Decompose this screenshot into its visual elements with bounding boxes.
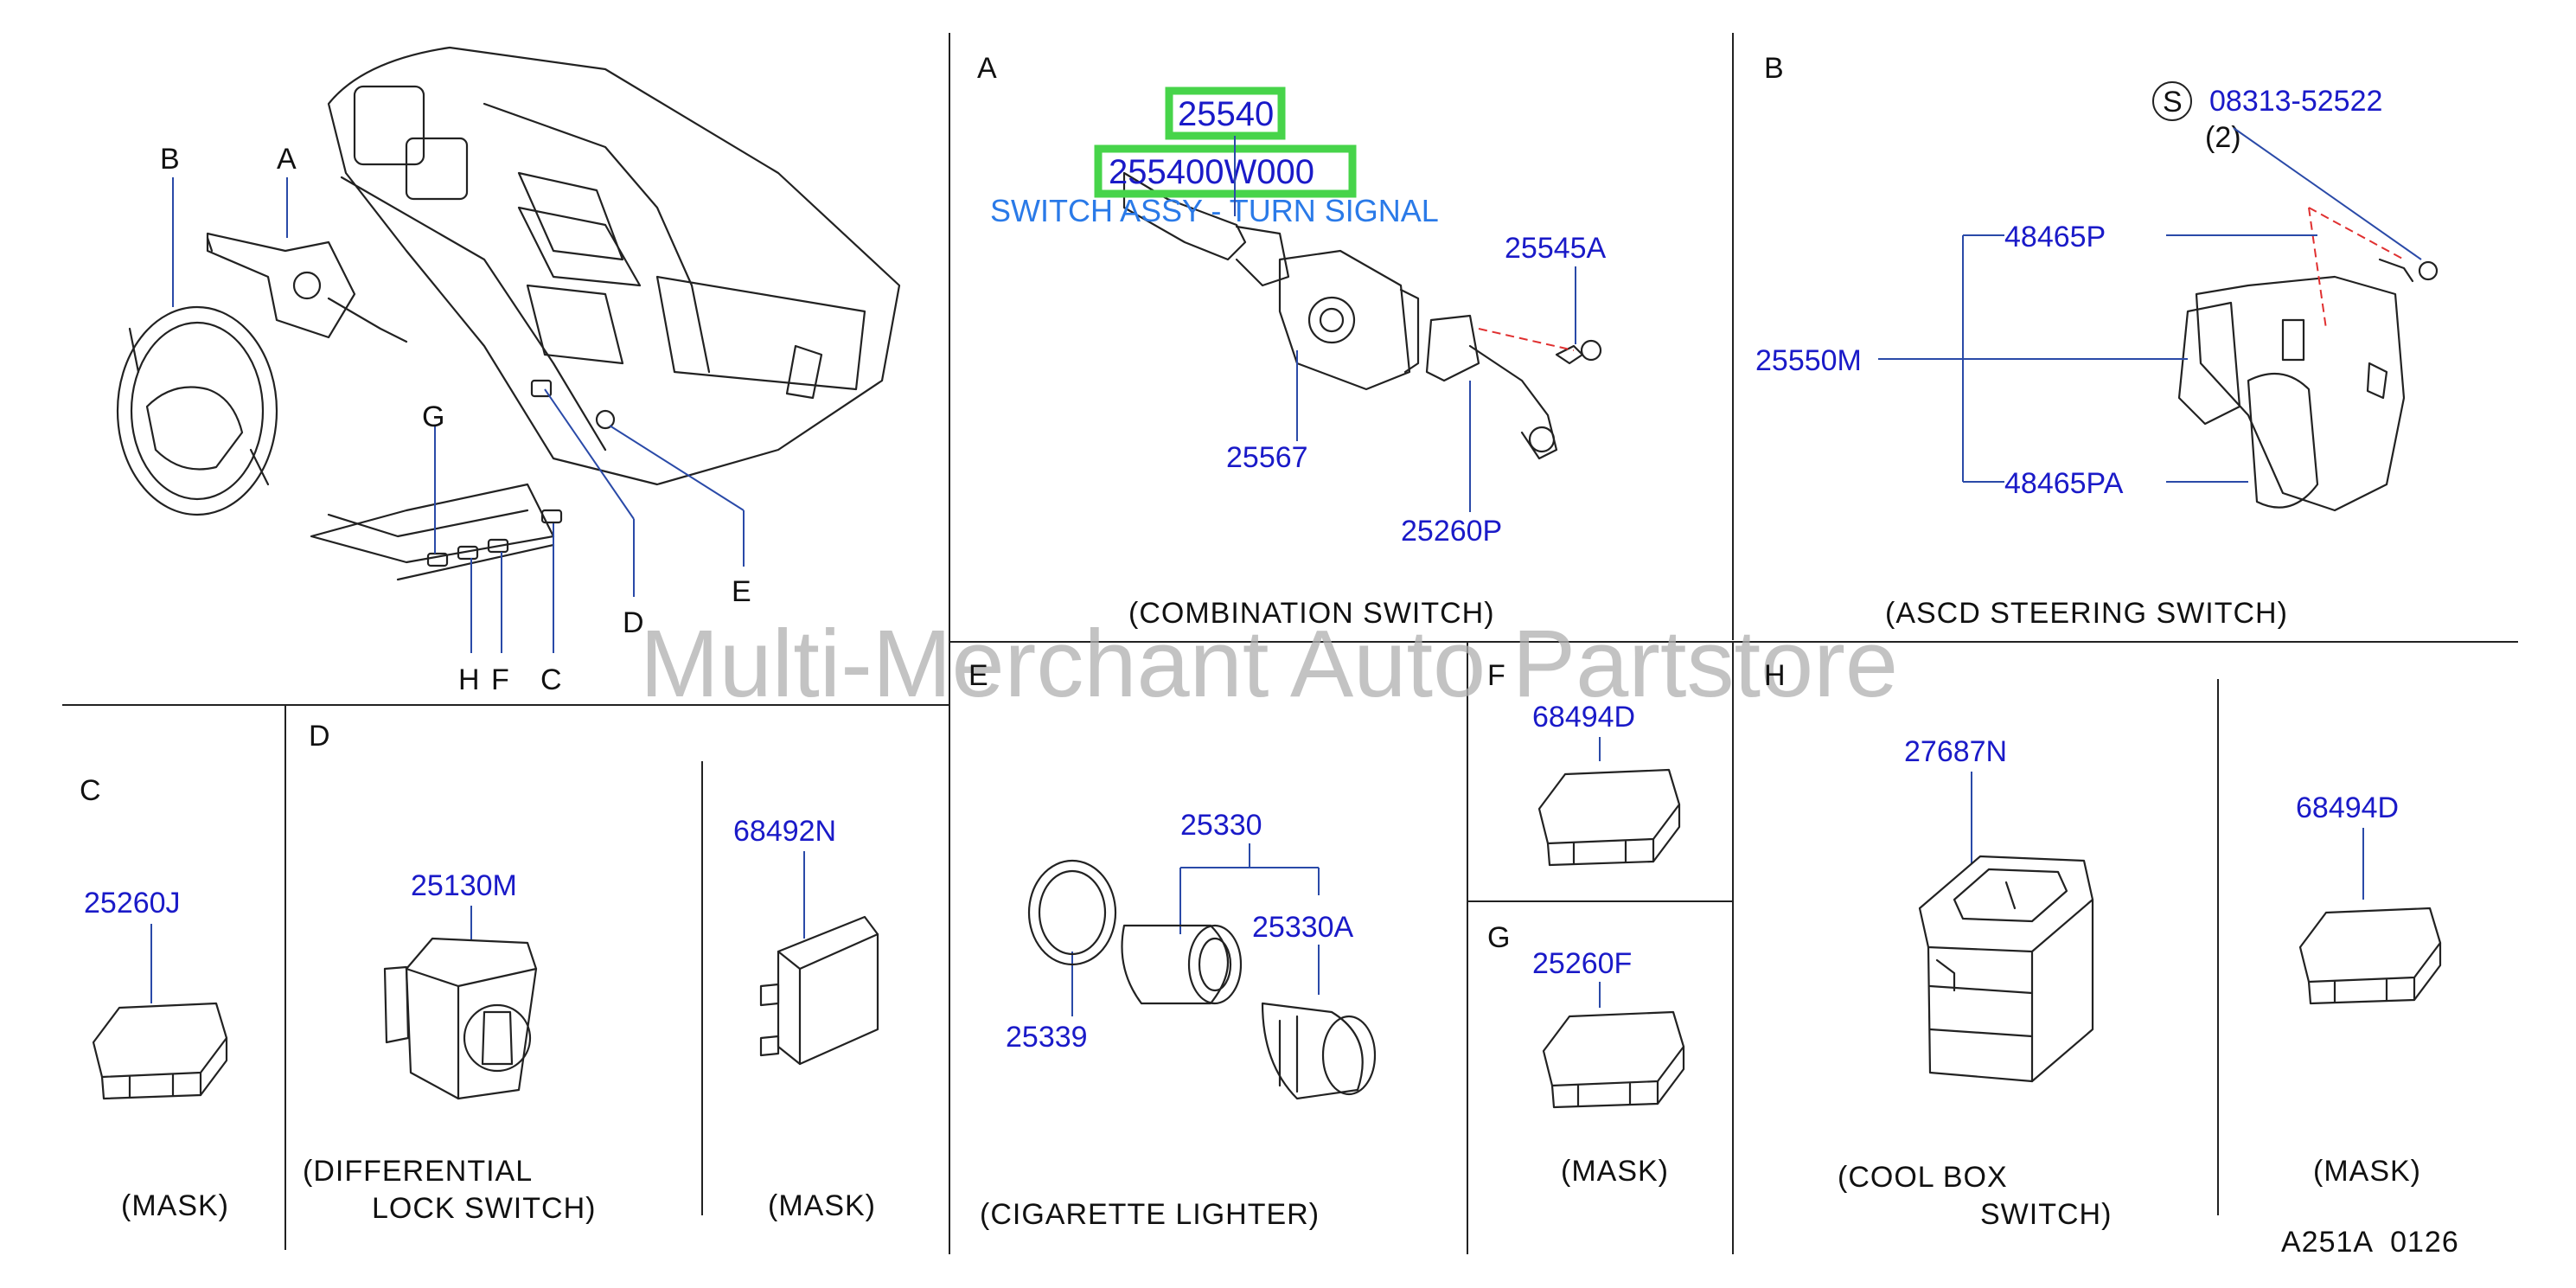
mask-f-drawing [1537,768,1681,867]
overview-label-h: H [458,663,480,696]
part-48465p[interactable]: 48465P [2004,221,2106,253]
overview-label-d: D [623,606,644,639]
panel-a-caption: (COMBINATION SWITCH) [1128,597,1495,630]
screw-quantity: (2) [2205,121,2241,154]
panel-d-caption-line1: (DIFFERENTIAL [303,1155,533,1188]
screw-symbol-circle [2152,81,2192,121]
panel-a-letter: A [977,52,997,85]
panel-e-caption: (CIGARETTE LIGHTER) [980,1198,1320,1231]
panel-b-caption: (ASCD STEERING SWITCH) [1885,597,2288,630]
part-25339[interactable]: 25339 [1006,1021,1088,1054]
panel-d-mask-caption: (MASK) [768,1189,876,1222]
watermark: Multi-Merchant Auto Partstore [640,611,1898,717]
part-25260f[interactable]: 25260F [1532,947,1632,980]
panel-dividers [62,33,2518,1254]
cigarette-lighter-drawing [1027,859,1377,1100]
panel-d-caption-line2: LOCK SWITCH) [372,1192,596,1225]
part-25545a[interactable]: 25545A [1505,232,1607,265]
combination-switch-drawing [1122,171,1602,460]
mask-d-drawing [759,915,879,1066]
part-68494d-f[interactable]: 68494D [1532,701,1635,734]
overview-label-g: G [422,400,444,433]
ascd-switch-drawing [2177,207,2439,512]
diff-lock-switch-drawing [383,937,538,1100]
part-68494d-h[interactable]: 68494D [2296,791,2399,824]
overview-label-e: E [732,575,751,608]
overview-label-b: B [160,143,180,176]
highlighted-part-number[interactable]: 25540 [1178,95,1274,133]
mask-c-drawing [92,1002,228,1100]
panel-h-caption-line1: (COOL BOX [1838,1161,2008,1194]
panel-g-caption: (MASK) [1561,1155,1669,1188]
part-68492n[interactable]: 68492N [733,815,836,848]
mask-h-drawing [2298,907,2442,1005]
panel-h-mask-caption: (MASK) [2313,1155,2421,1188]
panel-g-letter: G [1487,921,1510,954]
part-25260p[interactable]: 25260P [1401,515,1502,548]
part-25330[interactable]: 25330 [1180,809,1262,842]
panel-h-caption-line2: SWITCH) [1980,1198,2112,1231]
part-25567[interactable]: 25567 [1226,441,1308,474]
part-25260j[interactable]: 25260J [84,887,181,920]
overview-label-c: C [540,663,562,696]
mask-g-drawing [1542,1010,1685,1109]
panel-f-letter: F [1487,659,1505,692]
highlight-box-part-number [1165,87,1286,140]
part-25550m[interactable]: 25550M [1755,344,1862,377]
panel-c-caption: (MASK) [121,1189,229,1222]
part-48465pa[interactable]: 48465PA [2004,467,2124,500]
panel-b-letter: B [1764,52,1784,85]
part-27687n[interactable]: 27687N [1904,735,2007,768]
part-25330a[interactable]: 25330A [1252,911,1354,944]
overview-label-f: F [491,663,509,696]
overview-label-a: A [277,143,297,176]
cool-box-switch-drawing [1918,855,2094,1083]
highlight-box-sku [1094,144,1357,198]
panel-c-letter: C [80,774,101,807]
overview-dashboard [116,46,901,653]
diagram-code: A251A 0126 [2281,1226,2459,1259]
panel-d-letter: D [309,720,330,753]
screw-symbol: S [2163,86,2183,119]
panel-e-letter: E [968,659,988,692]
panel-h-letter: H [1764,659,1786,692]
highlighted-part-description[interactable]: SWITCH ASSY - TURN SIGNAL [990,193,1439,228]
highlighted-sku[interactable]: 255400W000 [1109,153,1314,191]
part-25130m[interactable]: 25130M [411,869,517,902]
part-08313-52522[interactable]: 08313-52522 [2209,85,2382,118]
